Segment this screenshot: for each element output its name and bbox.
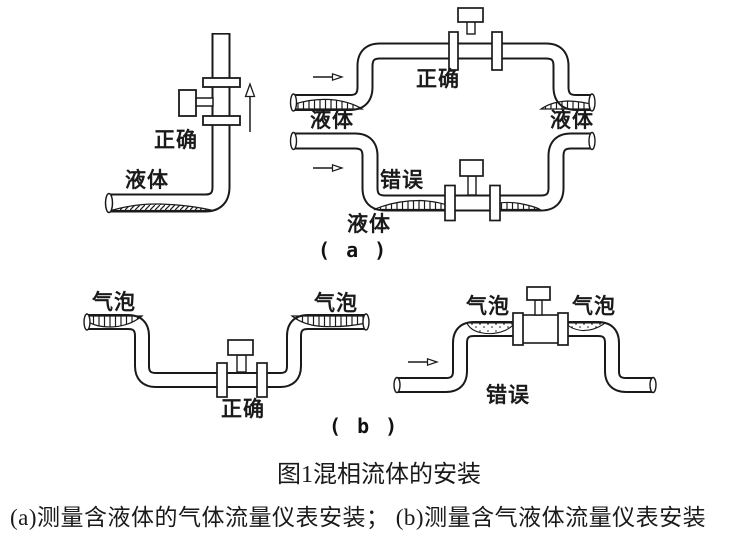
pipe-end-cap [588, 131, 596, 151]
verdict-label-wrong: 错误 [380, 169, 424, 192]
diagram-b2-high-meter [393, 286, 657, 394]
flange-upper [202, 77, 241, 88]
transmitter-stem [466, 20, 476, 35]
transmitter-box [459, 159, 484, 177]
pipe-end-cap [289, 93, 298, 112]
figure-caption: (a)测量含液体的气体流量仪表安装； (b)测量含气液体流量仪表安装 [10, 505, 707, 530]
transmitter-box [178, 89, 197, 117]
medium-label-liquid: 液体 [310, 109, 354, 132]
flange-right [256, 362, 268, 398]
flow-arrow-icon [408, 357, 439, 367]
medium-label-bubble: 气泡 [92, 291, 136, 314]
transmitter-stem [236, 354, 247, 373]
medium-label-bubble: 气泡 [572, 295, 616, 318]
medium-label-liquid: 液体 [125, 169, 169, 192]
verdict-label-correct: 正确 [154, 129, 198, 152]
transmitter-box [227, 339, 254, 356]
diagram-a2-hump-and-sag [289, 7, 596, 222]
transmitter-stem [534, 299, 543, 316]
verdict-label-correct: 正确 [416, 68, 460, 91]
medium-label-bubble: 气泡 [314, 292, 358, 315]
bubble-hatch-region [86, 315, 144, 328]
flange-left [512, 312, 524, 346]
medium-label-liquid: 液体 [347, 213, 391, 236]
flow-arrow-icon [313, 163, 344, 173]
flange-left [216, 362, 228, 398]
liquid-hatch-region [539, 100, 593, 110]
flange-left [444, 184, 456, 222]
part-a-tag: ( a ) [318, 238, 389, 262]
meter-body [520, 314, 562, 344]
flange-right [557, 312, 569, 346]
pipe-a1 [108, 33, 231, 213]
pipe-a2-lower [292, 132, 593, 212]
flow-up-arrow-icon [244, 82, 256, 132]
flange-right [491, 31, 503, 71]
bubble-stipple-region [466, 322, 517, 335]
transmitter-stem [467, 175, 477, 196]
pipe-end-cap [588, 93, 596, 112]
pipe-end-cap [104, 192, 114, 214]
pipe-end-cap [289, 131, 298, 151]
transmitter-box [526, 286, 551, 301]
verdict-label-wrong: 错误 [486, 384, 530, 407]
flange-lower [202, 115, 241, 126]
figure-title: 图1混相流体的安装 [277, 462, 481, 488]
pipe-end-cap [83, 313, 91, 331]
verdict-label-correct: 正确 [221, 398, 265, 421]
pipe-end-cap [393, 376, 401, 394]
flange-left [448, 31, 459, 71]
liquid-hatch-region [110, 203, 214, 212]
pipe-end-cap [649, 376, 657, 394]
diagram-a1-vertical-riser [104, 33, 256, 214]
liquid-hatch-region [292, 98, 365, 110]
medium-label-bubble: 气泡 [466, 295, 510, 318]
pipe-a2-upper [292, 42, 593, 111]
flow-arrow-icon [313, 72, 344, 82]
bubble-stipple-region [564, 322, 607, 332]
part-b-tag: ( b ) [329, 414, 400, 438]
pipe-end-cap [362, 313, 370, 331]
medium-label-liquid: 液体 [550, 109, 594, 132]
flange-right [489, 184, 501, 222]
diagram-b1-low-meter [83, 313, 370, 398]
transmitter-box [457, 7, 484, 23]
